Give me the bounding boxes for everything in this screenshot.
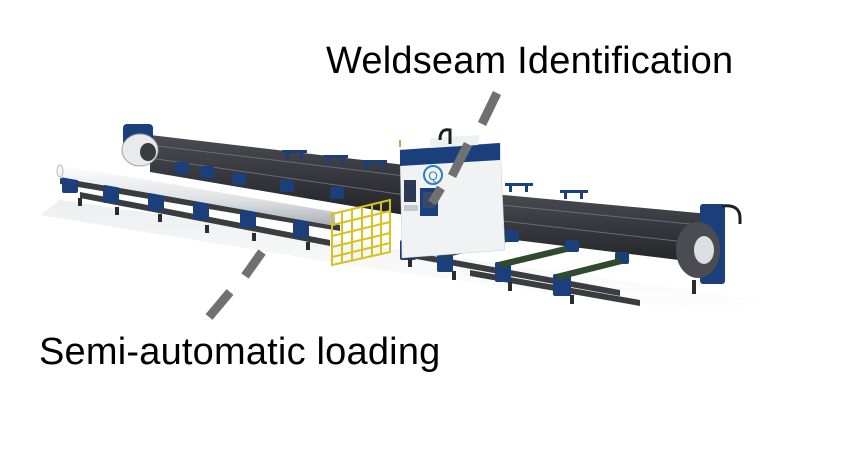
- rear-chuck: [121, 124, 159, 167]
- front-chuck: [676, 204, 742, 294]
- callout-semi-automatic-loading: Semi-automatic loading: [39, 331, 441, 373]
- right-beam-brackets: [505, 183, 588, 199]
- callout-weldseam-identification: Weldseam Identification: [326, 40, 734, 82]
- brand-logo-icon: [423, 165, 443, 185]
- safety-fence: [331, 198, 391, 267]
- weldseam-leader-line: [428, 91, 502, 206]
- beam-top-brackets: [282, 150, 387, 169]
- brand-logo-letter: Q: [428, 169, 437, 183]
- loading-leader-line: [205, 249, 266, 320]
- loading-support-arms: [62, 162, 344, 238]
- raw-pipe: [56, 164, 335, 226]
- cutting-head-cabinet: Q: [399, 128, 506, 259]
- rack-feet: [78, 198, 310, 250]
